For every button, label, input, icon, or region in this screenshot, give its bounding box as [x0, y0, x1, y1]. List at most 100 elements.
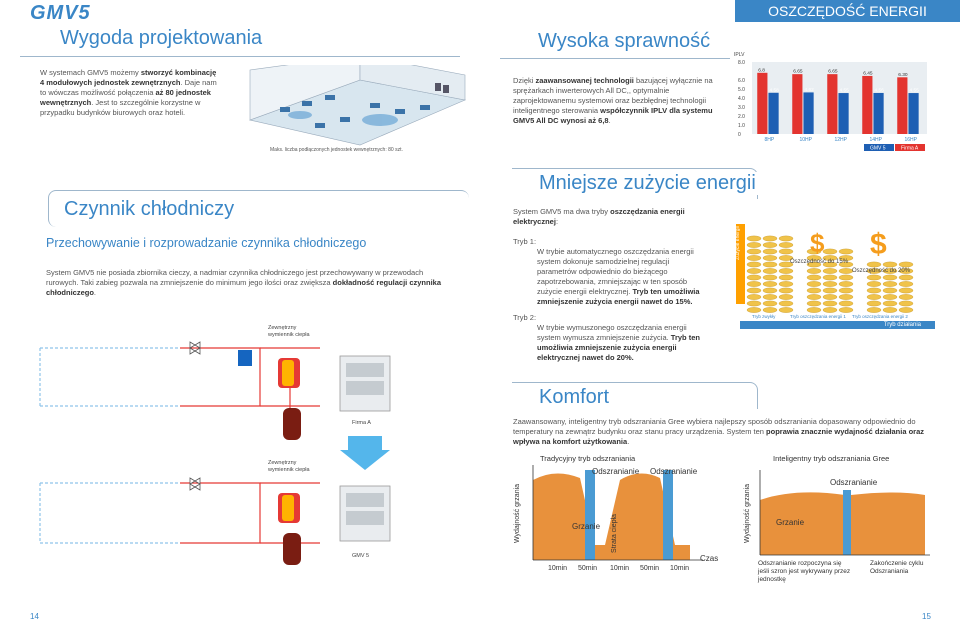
coin: [762, 274, 778, 281]
coin: [882, 274, 898, 281]
bar-gmv-5: [897, 77, 908, 134]
coin: [882, 287, 898, 294]
coin: [762, 255, 778, 261]
coin: [866, 274, 882, 281]
coin: [882, 268, 898, 274]
dollar-sign-1: $: [810, 228, 825, 258]
coin: [762, 242, 778, 248]
bar-value-label: 4.62: [804, 87, 814, 93]
coin: [898, 300, 914, 307]
coin-cat-mode1: Tryb oszczędzania energii 1: [790, 314, 846, 319]
bar-value-label: 6.65: [828, 69, 838, 75]
coin: [746, 242, 762, 248]
coin: [746, 287, 762, 294]
mode2-text: W trybie wymuszonego oszczędzania energi…: [537, 323, 700, 362]
coin: [898, 268, 914, 274]
efficiency-text: Dzięki zaawansowanej technologii bazując…: [513, 76, 713, 125]
coin: [762, 287, 778, 294]
mode1-label: Tryb 1:: [513, 237, 537, 246]
coin-cat-mode2: Tryb oszczędzania energii 2: [852, 314, 908, 319]
bar-value-label: 6.30: [898, 72, 908, 78]
coin: [898, 287, 914, 294]
legend-swatch-firma-a: [895, 144, 925, 151]
coin: [822, 248, 838, 255]
y-tick-label: 0: [738, 132, 741, 138]
coin: [778, 255, 794, 261]
mode1-text: W trybie automatycznego oszczędzania ene…: [537, 247, 700, 306]
refrigerant-title: Czynnik chłodniczy: [60, 198, 239, 221]
coin: [778, 268, 794, 274]
hx-label-top: Zewnętrzny wymiennik ciepła: [268, 325, 310, 338]
comfort-text: Zaawansowany, inteligentny tryb odszrani…: [513, 417, 925, 446]
banner: OSZCZĘDOŚĆ ENERGII: [735, 0, 960, 22]
coin: [822, 261, 838, 268]
left-tick-3: 50min: [640, 565, 660, 572]
coin: [778, 300, 794, 307]
coin: [866, 294, 882, 300]
bar-firma-a: [873, 92, 884, 134]
coin: [838, 281, 854, 287]
page-number-left: 14: [30, 612, 39, 621]
coin: [806, 307, 822, 313]
banner-text: OSZCZĘDOŚĆ ENERGII: [768, 3, 927, 19]
coin-cat-normal: Tryb zwykły: [752, 314, 776, 319]
coin: [838, 274, 854, 281]
coin: [762, 281, 778, 287]
coin: [898, 274, 914, 281]
mode-bar: Tryb działania: [740, 321, 935, 329]
bar-value-label: 4.55: [839, 88, 849, 94]
coin: [838, 261, 854, 268]
building-illustration: [240, 54, 470, 155]
gmv5-logo: GMV5: [30, 2, 91, 24]
coin: [762, 307, 778, 313]
coin: [806, 268, 822, 274]
refrigerant-piping-diagram: [39, 341, 391, 565]
y-axis-label: IPLV: [734, 52, 745, 58]
coin: [866, 300, 882, 307]
comfort-title: Komfort: [535, 386, 614, 409]
mode2-label: Tryb 2:: [513, 313, 537, 322]
coin-chart: [736, 224, 914, 313]
y-tick-label: 8.0: [738, 60, 745, 66]
coin: [838, 248, 854, 255]
coin: [806, 287, 822, 294]
coin: [746, 248, 762, 255]
bar-value-label: 6.8: [758, 67, 765, 73]
coin: [746, 235, 762, 242]
bar-firma-a: [908, 93, 919, 134]
y-tick-label: 1.0: [738, 123, 745, 129]
coin: [806, 261, 822, 268]
coin: [806, 294, 822, 300]
bar-value-label: 4.58: [769, 87, 779, 93]
comfort-title-box: [512, 382, 758, 409]
y-tick-label: 5.0: [738, 87, 745, 93]
y-tick-label: 4.0: [738, 96, 745, 102]
coin: [866, 268, 882, 274]
legend-swatch-gmv: [864, 144, 894, 151]
design-caption: Maks. liczba podłączonych jednostek wewn…: [270, 147, 403, 153]
coin: [882, 281, 898, 287]
design-title-line: [20, 56, 460, 57]
brand-a-label: Firma A: [352, 420, 371, 426]
bar-firma-a: [768, 92, 779, 134]
coin: [778, 235, 794, 242]
coin-axis-label: Zużycie energii: [735, 226, 741, 260]
coin: [762, 268, 778, 274]
bar-value-label: 6.45: [863, 70, 873, 76]
coin: [838, 255, 854, 261]
coin: [746, 261, 762, 268]
coin: [822, 274, 838, 281]
coin: [898, 294, 914, 300]
coin: [898, 307, 914, 313]
coin: [838, 307, 854, 313]
coin: [778, 248, 794, 255]
dollar-sign-2: $: [870, 228, 887, 261]
refrigerant-text: System GMV5 nie posiada zbiornika cieczy…: [46, 268, 442, 297]
energy-intro: System GMV5 ma dwa tryby oszczędzania en…: [513, 207, 685, 226]
bar-gmv-5: [757, 72, 768, 134]
coin: [822, 268, 838, 274]
coin: [898, 281, 914, 287]
coin: [746, 281, 762, 287]
y-tick-label: 6.0: [738, 78, 745, 84]
left-heating-label: Grzanie: [572, 522, 601, 531]
